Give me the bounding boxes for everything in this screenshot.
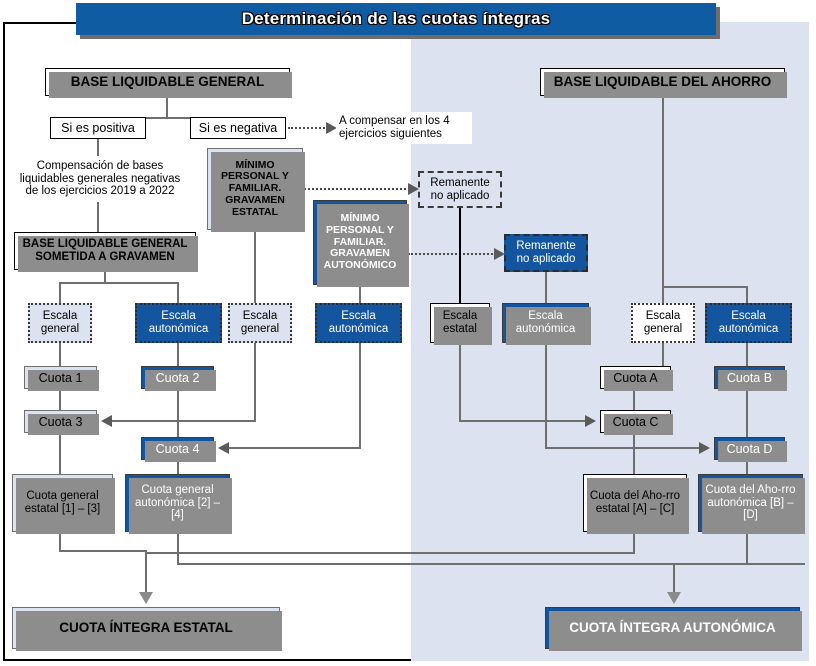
- connector-to-escala-autonomica-1: [177, 282, 179, 304]
- connector-escala-autonomica-2-down: [359, 343, 361, 448]
- box-cuota-ahorro-estatal: Cuota del Aho-rro estatal [A] – [C]: [583, 474, 689, 534]
- diagram-title-bar: Determinación de las cuotas íntegras: [76, 3, 716, 35]
- connector-escala-autonomica-1-down: [177, 343, 179, 367]
- box-remanente-no-aplicado-autonomico: Remanente no aplicado: [504, 234, 588, 272]
- box-escala-autonomica-ahorro-2: Escala autonómica: [705, 303, 792, 343]
- connector-autonomica-merge-v: [673, 563, 675, 595]
- connector-cae-down: [633, 532, 635, 554]
- connector-to-cuota4-horizontal: [229, 447, 361, 449]
- connector-base-ahorro-down: [662, 96, 664, 288]
- connector-to-escala-general-1: [59, 282, 61, 304]
- box-cuota-general-autonomica: Cuota general autonómica [2] – [4]: [125, 474, 232, 534]
- arrow-into-cuota-3: [101, 415, 112, 427]
- box-minimo-personal-estatal: MÍNIMO PERSONAL Y FAMILIAR. GRAVAMEN EST…: [207, 148, 305, 232]
- arrow-into-cuota-c: [585, 415, 596, 427]
- connector-to-cuotaC-h: [459, 420, 587, 422]
- connector-cuota4-down: [177, 460, 179, 474]
- box-escala-autonomica-ahorro-1: Escala autonómica: [502, 303, 591, 345]
- connector-compensacion-down: [97, 202, 99, 232]
- arrow-remanente-estatal: [408, 183, 419, 195]
- box-escala-estatal: Escala estatal: [430, 303, 492, 345]
- connector-caa-down: [746, 532, 748, 565]
- box-cuota-ahorro-autonomica: Cuota del Aho-rro autonómica [B] – [D]: [698, 474, 805, 534]
- connector-remanente-estatal-down: [459, 208, 461, 304]
- arrow-negativa-right: [326, 122, 337, 134]
- connector-negativa-dotted: [288, 127, 328, 129]
- connector-sometida-down: [104, 270, 106, 284]
- text-a-compensar: A compensar en los 4 ejercicios siguient…: [336, 112, 472, 144]
- connector-sometida-split: [59, 282, 179, 284]
- connector-positiva-down: [97, 139, 99, 157]
- box-cuota-general-estatal: Cuota general estatal [1] – [3]: [12, 474, 115, 534]
- box-cuota-3: Cuota 3: [24, 410, 99, 435]
- connector-to-cuota3-horizontal: [112, 420, 256, 422]
- connector-to-cuotaD-h: [545, 447, 701, 449]
- connector-cuotaB-cuotaD: [746, 389, 748, 437]
- box-escala-general-ahorro: Escala general: [631, 303, 695, 343]
- connector-escala-general-2-down: [254, 343, 256, 421]
- box-cuota-2: Cuota 2: [141, 366, 216, 391]
- box-cuota-d: Cuota D: [714, 437, 787, 462]
- box-base-sometida-gravamen: BASE LIQUIDABLE GENERAL SOMETIDA A GRAVA…: [14, 232, 198, 272]
- connector-cae-long-h: [146, 552, 635, 554]
- connector-remanente-autonomico-down: [545, 272, 547, 304]
- box-cuota-4: Cuota 4: [141, 437, 216, 462]
- connector-escala-estatal-down: [459, 343, 461, 421]
- connector-cga-down: [177, 532, 179, 565]
- box-escala-autonomica-1: Escala autonómica: [135, 303, 222, 343]
- connector-cuota3-down: [59, 433, 61, 474]
- connector-escala-general-ahorro-down: [662, 343, 664, 367]
- connector-minimo-estatal-dotted: [304, 188, 410, 190]
- box-escala-autonomica-2: Escala autonómica: [315, 303, 402, 343]
- connector-escala-autonomica-ahorro-down: [545, 343, 547, 448]
- connector-estatal-merge-v: [145, 550, 147, 595]
- connector-cuotaA-cuotaC: [633, 389, 635, 410]
- box-si-es-negativa: Si es negativa: [190, 117, 286, 139]
- box-base-liquidable-ahorro: BASE LIQUIDABLE DEL AHORRO: [540, 68, 787, 98]
- arrow-remanente-autonomico: [494, 248, 505, 260]
- arrow-into-cuota-d: [699, 442, 710, 454]
- box-base-liquidable-general: BASE LIQUIDABLE GENERAL: [45, 68, 292, 98]
- box-escala-general-1: Escala general: [28, 303, 92, 343]
- connector-base-general-down: [166, 96, 168, 119]
- box-escala-general-2: Escala general: [228, 303, 292, 343]
- arrow-into-cuota-integra-autonomica: [667, 592, 681, 604]
- box-cuota-1: Cuota 1: [24, 366, 99, 391]
- connector-minimo-autonomico-dotted: [408, 253, 496, 255]
- connector-to-escala-autonomica-ahorro: [746, 286, 748, 304]
- box-cuota-b: Cuota B: [714, 366, 787, 391]
- text-compensacion: Compensación de bases liquidables genera…: [10, 156, 190, 202]
- arrow-into-cuota-integra-estatal: [139, 592, 153, 604]
- connector-escala-autonomica-ahorro-2-down: [746, 343, 748, 367]
- connector-cuotaC-down: [633, 433, 635, 474]
- connector-cuotaD-down: [746, 460, 748, 474]
- arrow-into-cuota-4: [218, 442, 229, 454]
- connector-cuota2-cuota4: [177, 389, 179, 437]
- box-cuota-integra-estatal: CUOTA ÍNTEGRA ESTATAL: [12, 607, 282, 651]
- box-remanente-no-aplicado-estatal: Remanente no aplicado: [418, 171, 502, 208]
- connector-cuota1-cuota3: [59, 389, 61, 410]
- box-cuota-integra-autonomica: CUOTA ÍNTEGRA AUTONÓMICA: [545, 607, 802, 651]
- connector-cga-long-h: [177, 563, 805, 565]
- connector-base-ahorro-split-h: [662, 286, 748, 288]
- box-minimo-personal-autonomico: MÍNIMO PERSONAL Y FAMILIAR. GRAVAMEN AUT…: [313, 200, 409, 287]
- page-title: Determinación de las cuotas íntegras: [241, 9, 551, 28]
- box-cuota-a: Cuota A: [600, 366, 673, 391]
- connector-cge-down: [59, 532, 61, 552]
- box-cuota-c: Cuota C: [600, 410, 673, 435]
- connector-minimo-estatal-down: [254, 230, 256, 304]
- connector-base-general-split: [98, 117, 238, 119]
- connector-escala-general-1-down: [59, 343, 61, 367]
- connector-to-escala-general-ahorro: [662, 286, 664, 304]
- connector-estatal-merge-h: [59, 550, 147, 552]
- box-si-es-positiva: Si es positiva: [50, 117, 146, 139]
- connector-minimo-autonomico-down: [359, 285, 361, 304]
